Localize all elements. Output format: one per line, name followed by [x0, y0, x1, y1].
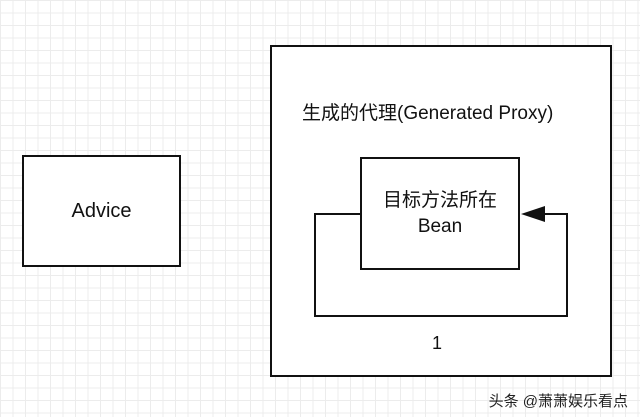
target-bean-label-line1: 目标方法所在: [382, 189, 497, 211]
target-bean-box: 目标方法所在 Bean: [360, 157, 520, 270]
watermark-text: 头条 @萧萧娱乐看点: [488, 393, 628, 410]
generated-proxy-title: 生成的代理(Generated Proxy): [302, 103, 554, 124]
advice-box: Advice: [22, 155, 181, 267]
loop-count-label: 1: [432, 333, 443, 353]
advice-label: Advice: [71, 199, 132, 222]
target-bean-label-line2: Bean: [417, 215, 463, 237]
